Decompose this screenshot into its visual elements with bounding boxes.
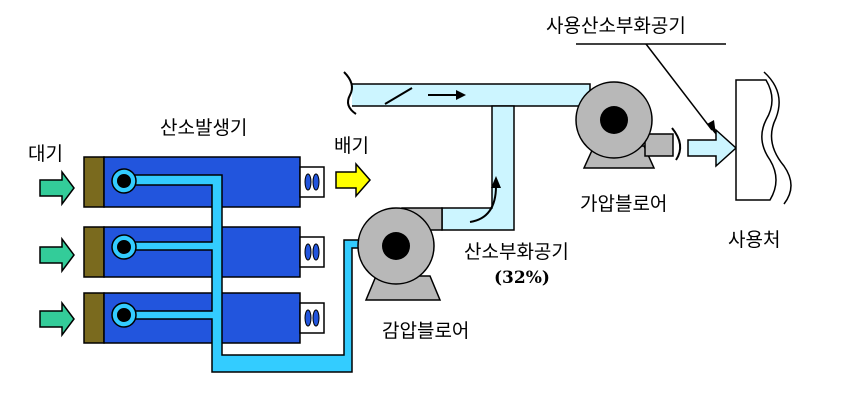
oxygen-generator-2 (83, 226, 325, 278)
enriched-air-label: 산소부화공기 (464, 241, 569, 263)
point-of-use-box (735, 71, 792, 205)
outlet-arrow-icon (687, 128, 738, 168)
point-of-use-label: 사용처 (728, 229, 780, 251)
arrow-right-icon (39, 169, 75, 207)
enriched-percent-label: (32%) (494, 268, 550, 288)
oxygen-generator-label: 산소발생기 (160, 117, 247, 139)
arrow-right-icon (39, 236, 75, 274)
upper-duct (343, 71, 591, 115)
exhaust-arrow-icon (335, 162, 371, 198)
vacuum-blower-label: 감압블로어 (382, 320, 469, 342)
arrow-right-icon (39, 300, 75, 338)
used-enriched-air-label: 사용산소부화공기 (546, 15, 686, 37)
inlet-arrows (39, 169, 75, 338)
used-air-leader (576, 43, 726, 135)
collector-piping (111, 168, 371, 373)
air-label: 대기 (28, 143, 63, 165)
pressure-blower-label: 가압블로어 (580, 193, 667, 215)
riser-duct (401, 105, 515, 231)
vacuum-blower (357, 207, 442, 301)
oxygen-generator-1 (83, 156, 325, 208)
exhaust-label: 배기 (334, 135, 369, 157)
pressure-blower (575, 81, 682, 169)
